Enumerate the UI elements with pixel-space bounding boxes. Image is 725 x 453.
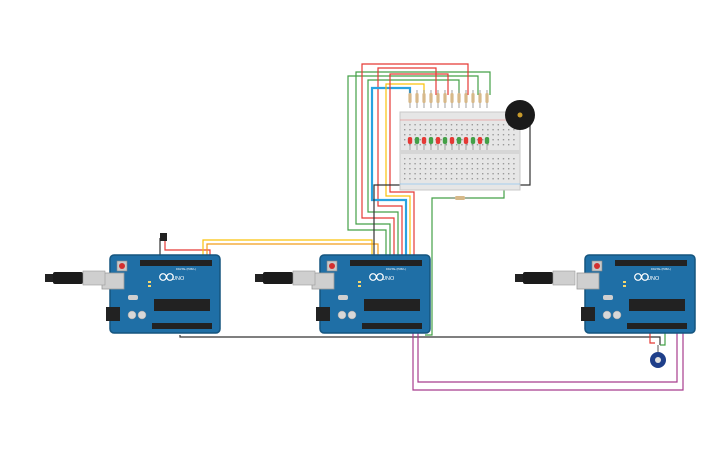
board-digital-label: DIGITAL (PWM~)	[176, 267, 196, 271]
wire-yellow-left-1[interactable]	[202, 239, 373, 257]
led-green[interactable]	[456, 137, 462, 144]
resistor[interactable]	[443, 93, 447, 103]
led-green[interactable]	[470, 137, 476, 144]
wire-green-2[interactable]	[355, 71, 491, 257]
led-red[interactable]	[449, 137, 455, 144]
resistor[interactable]	[415, 93, 419, 103]
led-green[interactable]	[414, 137, 420, 144]
resistor[interactable]	[471, 93, 475, 103]
led-red[interactable]	[421, 137, 427, 144]
wire-red-1[interactable]	[361, 63, 469, 257]
board-model-label: UNO	[382, 276, 395, 282]
wire-red-2[interactable]	[377, 67, 437, 257]
resistor[interactable]	[457, 93, 461, 103]
led-green[interactable]	[442, 137, 448, 144]
wire-red-pot[interactable]	[649, 330, 655, 344]
resistor[interactable]	[408, 93, 412, 103]
usb-cable-icon[interactable]	[254, 270, 316, 286]
wire-purple-1[interactable]	[412, 330, 684, 391]
board-model-label: UNO	[647, 276, 660, 282]
wire-purple-2[interactable]	[417, 330, 678, 383]
arduino-board-left[interactable]: UNO DIGITAL (PWM~)	[101, 254, 221, 334]
arduino-board-right[interactable]: UNO DIGITAL (PWM~)	[576, 254, 696, 334]
led-red[interactable]	[477, 137, 483, 144]
resistor[interactable]	[436, 93, 440, 103]
buzzer-icon[interactable]	[505, 100, 535, 130]
board-digital-label: DIGITAL (PWM~)	[651, 267, 671, 271]
pushbutton-icon[interactable]	[160, 233, 167, 241]
wire-green-1[interactable]	[347, 75, 479, 257]
wire-red-3[interactable]	[389, 73, 449, 257]
usb-cable-icon[interactable]	[44, 270, 106, 286]
potentiometer-icon[interactable]	[650, 345, 666, 368]
wire-green-3[interactable]	[367, 79, 460, 257]
wire-green-4[interactable]	[425, 190, 505, 336]
resistor-bottom[interactable]	[450, 196, 470, 200]
usb-cable-icon[interactable]	[514, 270, 576, 286]
resistor[interactable]	[450, 93, 454, 103]
board-model-label: UNO	[172, 276, 185, 282]
resistor[interactable]	[478, 93, 482, 103]
board-digital-label: DIGITAL (PWM~)	[386, 267, 406, 271]
resistor[interactable]	[429, 93, 433, 103]
wire-black-bus[interactable]	[179, 335, 661, 345]
led-red[interactable]	[407, 137, 413, 144]
led-green[interactable]	[484, 137, 490, 144]
wire-red-left[interactable]	[164, 238, 211, 257]
resistor[interactable]	[422, 93, 426, 103]
led-red[interactable]	[435, 137, 441, 144]
resistor-array[interactable]	[408, 90, 489, 108]
led-green[interactable]	[428, 137, 434, 144]
arduino-board-center[interactable]: UNO DIGITAL (PWM~)	[311, 254, 431, 334]
wire-green-pot[interactable]	[660, 330, 666, 346]
breadboard[interactable]	[399, 111, 521, 191]
resistor[interactable]	[464, 93, 468, 103]
led-red[interactable]	[463, 137, 469, 144]
resistor[interactable]	[485, 93, 489, 103]
led-array[interactable]	[407, 137, 490, 150]
wire-yellow-1[interactable]	[385, 83, 425, 257]
wire-blue-1[interactable]	[370, 86, 412, 257]
wire-orange-left-2[interactable]	[206, 243, 379, 257]
